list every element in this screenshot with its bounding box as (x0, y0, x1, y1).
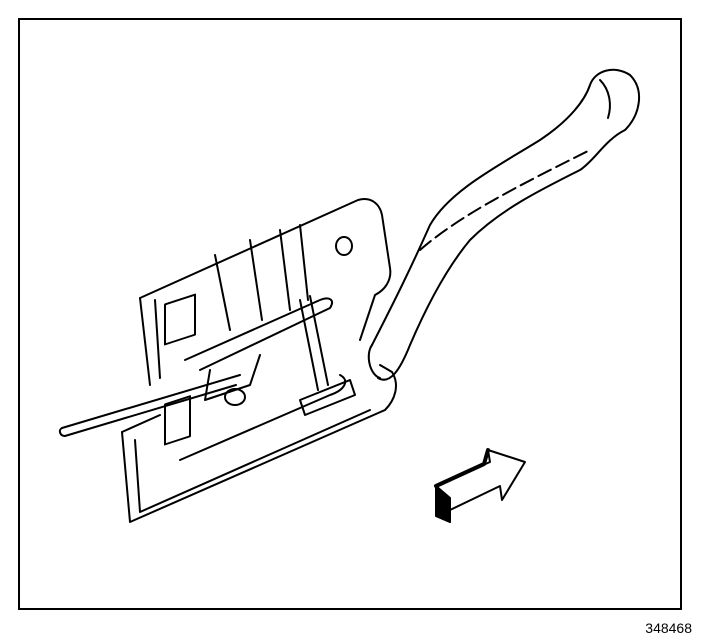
inside-handle-lever (367, 68, 641, 381)
actuator-rod (58, 374, 241, 437)
direction-arrow (434, 448, 526, 523)
figure-number: 348468 (645, 620, 692, 636)
figure-frame (18, 18, 682, 610)
handle-bezel-housing (121, 198, 397, 523)
